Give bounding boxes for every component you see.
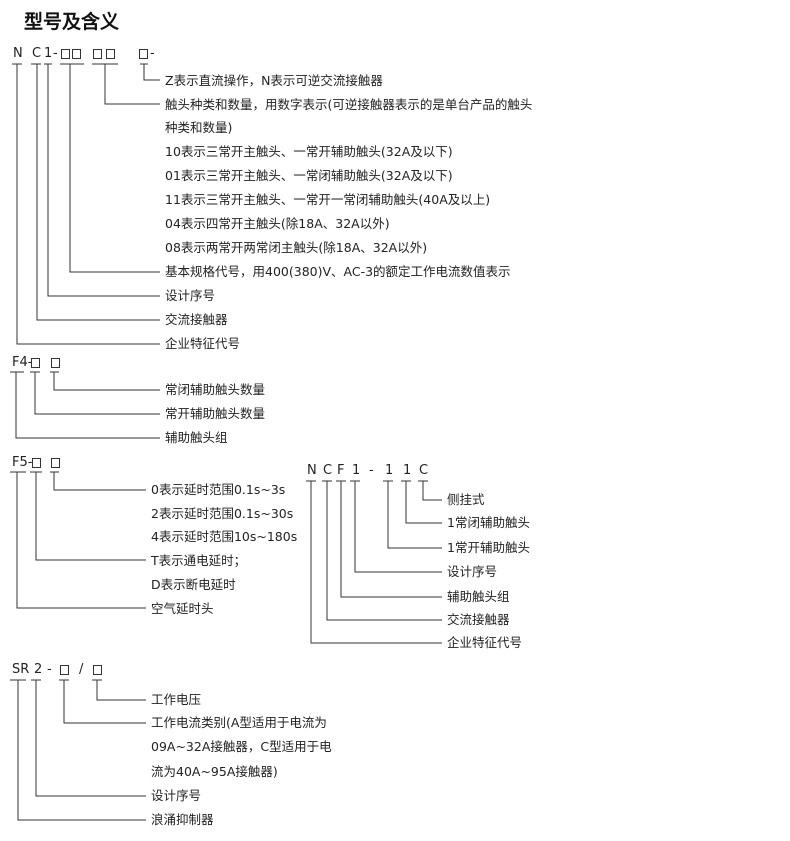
desc-line: 09A~32A接触器，C型适用于电 xyxy=(151,739,332,754)
bracket-sr-class xyxy=(59,679,146,724)
bracket-ncf-design xyxy=(350,480,442,573)
placeholder-box xyxy=(139,49,148,59)
bracket-f5-head xyxy=(10,471,146,609)
placeholder-box xyxy=(106,49,115,59)
placeholder-box xyxy=(32,458,41,468)
desc-line: 企业特征代号 xyxy=(447,635,523,650)
desc-line: 基本规格代号，用400(380)V、AC-3的额定工作电流数值表示 xyxy=(165,264,511,279)
code-f5: F5- xyxy=(12,455,33,470)
desc-line: 设计序号 xyxy=(447,564,498,579)
code-ncf-char: C xyxy=(419,463,429,478)
code-sr-slash: / xyxy=(79,662,84,677)
code-c: C xyxy=(32,46,42,61)
bracket-ac xyxy=(31,63,160,321)
code-dash: - xyxy=(53,46,58,61)
bracket-f5-range xyxy=(50,471,146,491)
desc-line: 01表示三常开主触头、一常闭辅助触头(32A及以下) xyxy=(165,168,453,183)
code-f4: F4- xyxy=(12,355,33,370)
code-ncf-char: F xyxy=(337,463,345,478)
code-1: 1 xyxy=(44,46,53,61)
code-sr-dash: - xyxy=(47,662,52,677)
bracket-sr-suppressor xyxy=(10,679,146,821)
code-n: N xyxy=(13,46,23,61)
placeholder-box xyxy=(72,49,81,59)
bracket-z-n xyxy=(140,63,160,81)
desc-line: 流为40A~95A接触器) xyxy=(151,764,278,779)
desc-line: 10表示三常开主触头、一常开辅助触头(32A及以下) xyxy=(165,144,453,159)
code-dash-2: - xyxy=(150,46,155,61)
desc-line: 交流接触器 xyxy=(447,612,510,627)
placeholder-box xyxy=(93,49,102,59)
bracket-f4-group xyxy=(10,371,160,439)
code-ncf-char: N xyxy=(307,463,317,478)
desc-line: 空气延时头 xyxy=(151,601,214,616)
bracket-ncf-enterprise xyxy=(306,480,442,644)
desc-line: 0表示延时范围0.1s~3s xyxy=(151,482,286,497)
placeholder-box xyxy=(61,49,70,59)
desc-line: 侧挂式 xyxy=(447,492,485,507)
desc-line: 04表示四常开主触头(除18A、32A以外) xyxy=(165,216,390,231)
desc-line: 设计序号 xyxy=(165,288,216,303)
desc-line: 触头种类和数量，用数字表示(可逆接触器表示的是单台产品的触头 xyxy=(165,97,533,112)
desc-line: 辅助触头组 xyxy=(165,430,228,445)
placeholder-box xyxy=(31,358,40,368)
desc-line: 工作电压 xyxy=(151,692,202,707)
bracket-f5-td xyxy=(30,471,146,561)
desc-line: 种类和数量) xyxy=(165,120,233,135)
bracket-enterprise xyxy=(12,63,160,345)
placeholder-box xyxy=(51,358,60,368)
placeholder-box xyxy=(60,665,69,675)
placeholder-box xyxy=(93,665,102,675)
desc-line: 工作电流类别(A型适用于电流为 xyxy=(151,715,327,730)
bracket-design xyxy=(44,63,160,297)
bracket-f4-nc xyxy=(50,371,160,391)
bracket-sr-voltage xyxy=(92,679,146,701)
bracket-ncf-no xyxy=(383,480,442,549)
bracket-contacts xyxy=(92,63,160,105)
desc-line: 常开辅助触头数量 xyxy=(165,406,266,421)
bracket-rating xyxy=(60,63,160,273)
desc-line: 浪涌抑制器 xyxy=(151,812,214,827)
placeholder-box xyxy=(51,458,60,468)
bracket-ncf-side xyxy=(418,480,442,501)
desc-line: 企业特征代号 xyxy=(165,336,241,351)
desc-line: 1常开辅助触头 xyxy=(447,540,530,555)
bracket-sr-design xyxy=(31,679,146,797)
bracket-ncf-ac xyxy=(322,480,442,621)
desc-line: 2表示延时范围0.1s~30s xyxy=(151,506,294,521)
desc-line: 11表示三常开主触头、一常开一常闭辅助触头(40A及以上) xyxy=(165,192,491,207)
code-ncf-char: 1 xyxy=(385,463,394,478)
desc-line: 常闭辅助触头数量 xyxy=(165,382,266,397)
code-sr-2: 2 xyxy=(34,662,43,677)
desc-line: 4表示延时范围10s~180s xyxy=(151,529,298,544)
desc-line: 设计序号 xyxy=(151,788,202,803)
bracket-ncf-group xyxy=(336,480,442,598)
code-ncf-char: 1 xyxy=(352,463,361,478)
desc-line: 1常闭辅助触头 xyxy=(447,515,530,530)
bracket-f4-no xyxy=(30,371,160,415)
desc-line: D表示断电延时 xyxy=(151,577,236,592)
code-ncf-char: C xyxy=(323,463,333,478)
bracket-ncf-nc xyxy=(401,480,442,524)
code-ncf-char: 1 xyxy=(403,463,412,478)
desc-line: 08表示两常开两常闭主触头(除18A、32A以外) xyxy=(165,240,428,255)
desc-line: Z表示直流操作，N表示可逆交流接触器 xyxy=(165,73,383,88)
code-ncf-char: - xyxy=(369,463,374,478)
desc-line: 交流接触器 xyxy=(165,312,228,327)
desc-line: T表示通电延时； xyxy=(151,553,247,568)
code-sr: SR xyxy=(12,662,30,677)
page-title: 型号及含义 xyxy=(24,11,120,33)
desc-line: 辅助触头组 xyxy=(447,589,510,604)
